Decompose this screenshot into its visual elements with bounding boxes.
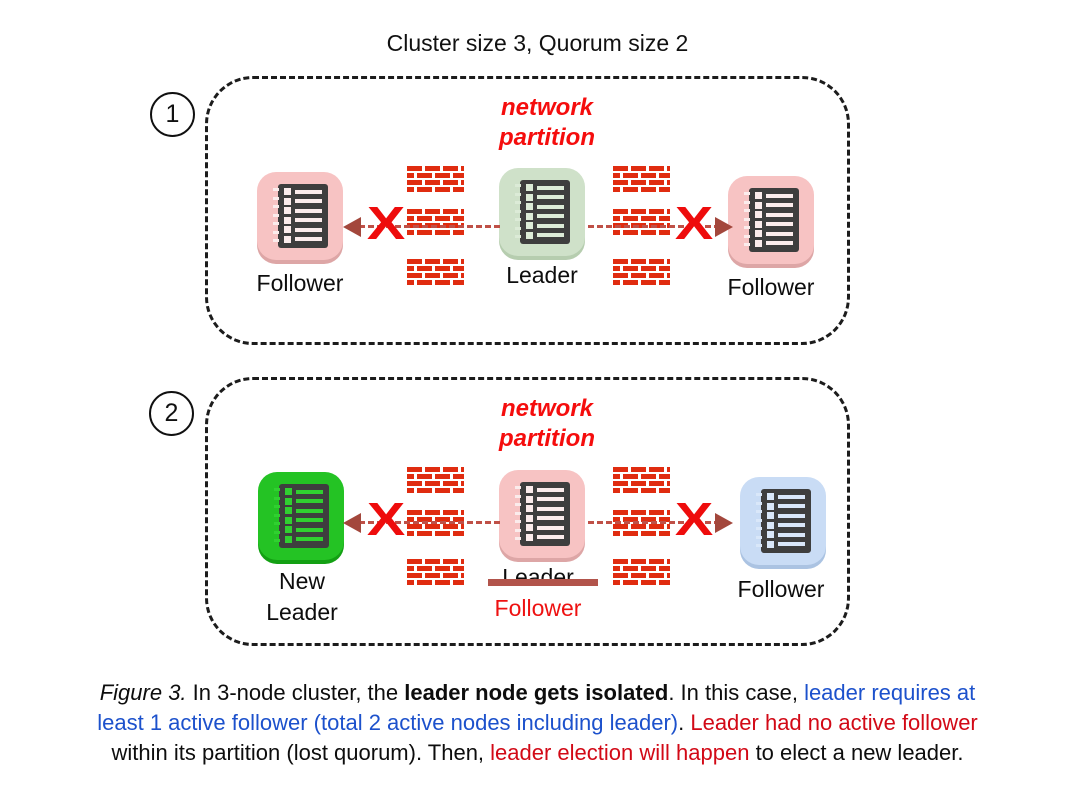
- label-follower-right-step2: Follower: [737, 576, 825, 602]
- caption-text: to elect a new leader.: [749, 740, 964, 765]
- broken-link-line: [350, 521, 500, 524]
- node-old-leader-step2: [499, 470, 585, 558]
- label-follower-left-step1: Follower: [256, 270, 344, 296]
- node-new-leader-step2: [258, 472, 344, 560]
- caption-text: In 3-node cluster, the: [186, 680, 405, 705]
- firewall-icon: [407, 259, 464, 285]
- step-2-badge: 2: [149, 391, 194, 436]
- label-follower-right-step1: Follower: [727, 274, 815, 300]
- blocked-x-icon: X: [366, 493, 406, 545]
- server-log-icon: [515, 482, 570, 546]
- node-follower-right-step1: [728, 176, 814, 264]
- arrowhead-right-icon: [715, 513, 733, 533]
- firewall-icon: [613, 467, 670, 493]
- arrowhead-left-icon: [343, 217, 361, 237]
- arrowhead-right-icon: [715, 217, 733, 237]
- network-partition-line2: partition: [499, 425, 595, 452]
- firewall-icon: [407, 166, 464, 192]
- caption-red-phrase: Leader had no active follower: [690, 710, 978, 735]
- caption-bold-phrase: leader node gets isolated: [404, 680, 669, 705]
- firewall-icon: [613, 166, 670, 192]
- panel-step-1: [205, 76, 850, 345]
- figure-caption: Figure 3. In 3-node cluster, the leader …: [0, 678, 1075, 768]
- caption-text: within its partition (lost quorum). Then…: [111, 740, 491, 765]
- firewall-icon: [407, 559, 464, 585]
- step-1-badge: 1: [150, 92, 195, 137]
- blocked-x-icon: X: [366, 197, 406, 249]
- label-leader-step1: Leader: [506, 262, 578, 288]
- label-new-leader-line2: Leader: [266, 599, 338, 625]
- server-log-icon: [274, 484, 329, 548]
- figure-title: Cluster size 3, Quorum size 2: [386, 30, 689, 56]
- blocked-x-icon: X: [674, 493, 714, 545]
- label-old-leader-crossed-out: Leader: [502, 564, 574, 590]
- firewall-icon: [613, 559, 670, 585]
- strikethrough-bar: [488, 579, 598, 586]
- firewall-icon: [613, 259, 670, 285]
- caption-blue-phrase: least 1 active follower (total 2 active …: [97, 710, 679, 735]
- caption-figure-number: Figure 3.: [99, 680, 187, 705]
- blocked-x-icon: X: [674, 197, 714, 249]
- caption-text: . In this case,: [668, 680, 805, 705]
- network-partition-label-1: network partition: [427, 93, 667, 153]
- network-partition-line1: network: [500, 395, 593, 422]
- label-new-leader-line1: New: [278, 568, 325, 594]
- firewall-icon: [613, 510, 670, 536]
- caption-red-phrase: leader election will happen: [490, 740, 750, 765]
- arrowhead-left-icon: [343, 513, 361, 533]
- server-log-icon: [744, 188, 799, 252]
- broken-link-line: [588, 225, 720, 228]
- server-log-icon: [273, 184, 328, 248]
- panel-step-2: [205, 377, 850, 646]
- firewall-icon: [407, 467, 464, 493]
- caption-blue-phrase: leader requires at: [804, 680, 976, 705]
- server-log-icon: [515, 180, 570, 244]
- node-follower-left-step1: [257, 172, 343, 260]
- broken-link-line: [350, 225, 500, 228]
- node-follower-right-step2: [740, 477, 826, 565]
- network-partition-label-2: network partition: [427, 394, 667, 454]
- label-new-leader-step2: New Leader: [222, 566, 382, 628]
- network-partition-line1: network: [500, 94, 593, 121]
- label-demoted-follower: Follower: [494, 595, 582, 621]
- firewall-icon: [407, 510, 464, 536]
- network-partition-line2: partition: [499, 124, 595, 151]
- node-leader-step1: [499, 168, 585, 256]
- caption-text: .: [678, 710, 691, 735]
- broken-link-line: [588, 521, 720, 524]
- server-log-icon: [756, 489, 811, 553]
